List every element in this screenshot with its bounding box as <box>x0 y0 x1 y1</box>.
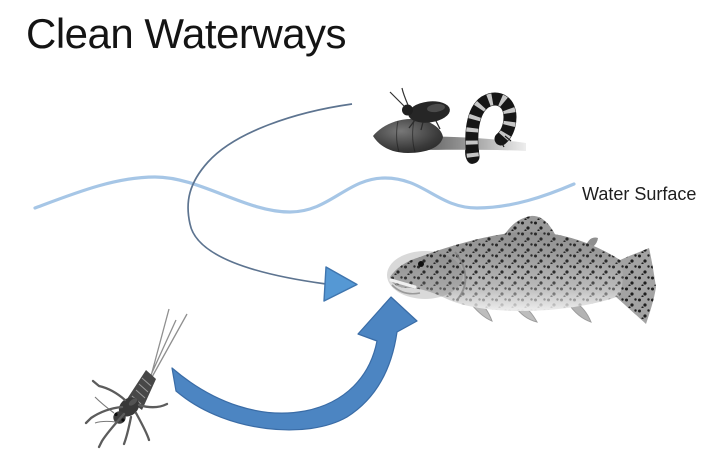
nymph-tail-filaments <box>149 308 188 378</box>
fish-mouth <box>389 278 417 289</box>
beetle-antennae <box>389 87 409 107</box>
trout-fish-image <box>387 215 656 324</box>
beetle <box>389 87 450 131</box>
water-surface-label: Water Surface <box>582 184 697 204</box>
lower-jaw-line <box>391 284 421 295</box>
fish-eye <box>418 261 424 267</box>
connector-arrowhead-icon <box>323 266 358 302</box>
beetle-legs <box>408 119 441 131</box>
water-surface-line <box>33 175 576 214</box>
adult-insect-on-twig-image <box>373 87 526 164</box>
nymph-eye <box>114 412 118 417</box>
cocoon-pod <box>373 119 443 153</box>
nymph-legs <box>84 379 169 449</box>
nymph-eye <box>121 418 125 422</box>
nymph-to-fish-block-arrow <box>171 296 418 431</box>
aquatic-insect-nymph-image <box>84 308 188 449</box>
tail-fin-spots <box>612 248 656 324</box>
nymph-wingpad-highlight <box>128 398 138 406</box>
insect-to-fish-connector <box>187 103 353 285</box>
nymph-antennae <box>94 396 117 424</box>
striped-larva <box>465 92 517 164</box>
gill-line <box>454 251 467 301</box>
slide-title: Clean Waterways <box>26 10 347 57</box>
nymph-abdomen-segments <box>131 377 152 405</box>
fish-body-spots <box>390 231 623 311</box>
pod-segment-line <box>396 120 400 153</box>
larva-feet <box>499 135 512 148</box>
